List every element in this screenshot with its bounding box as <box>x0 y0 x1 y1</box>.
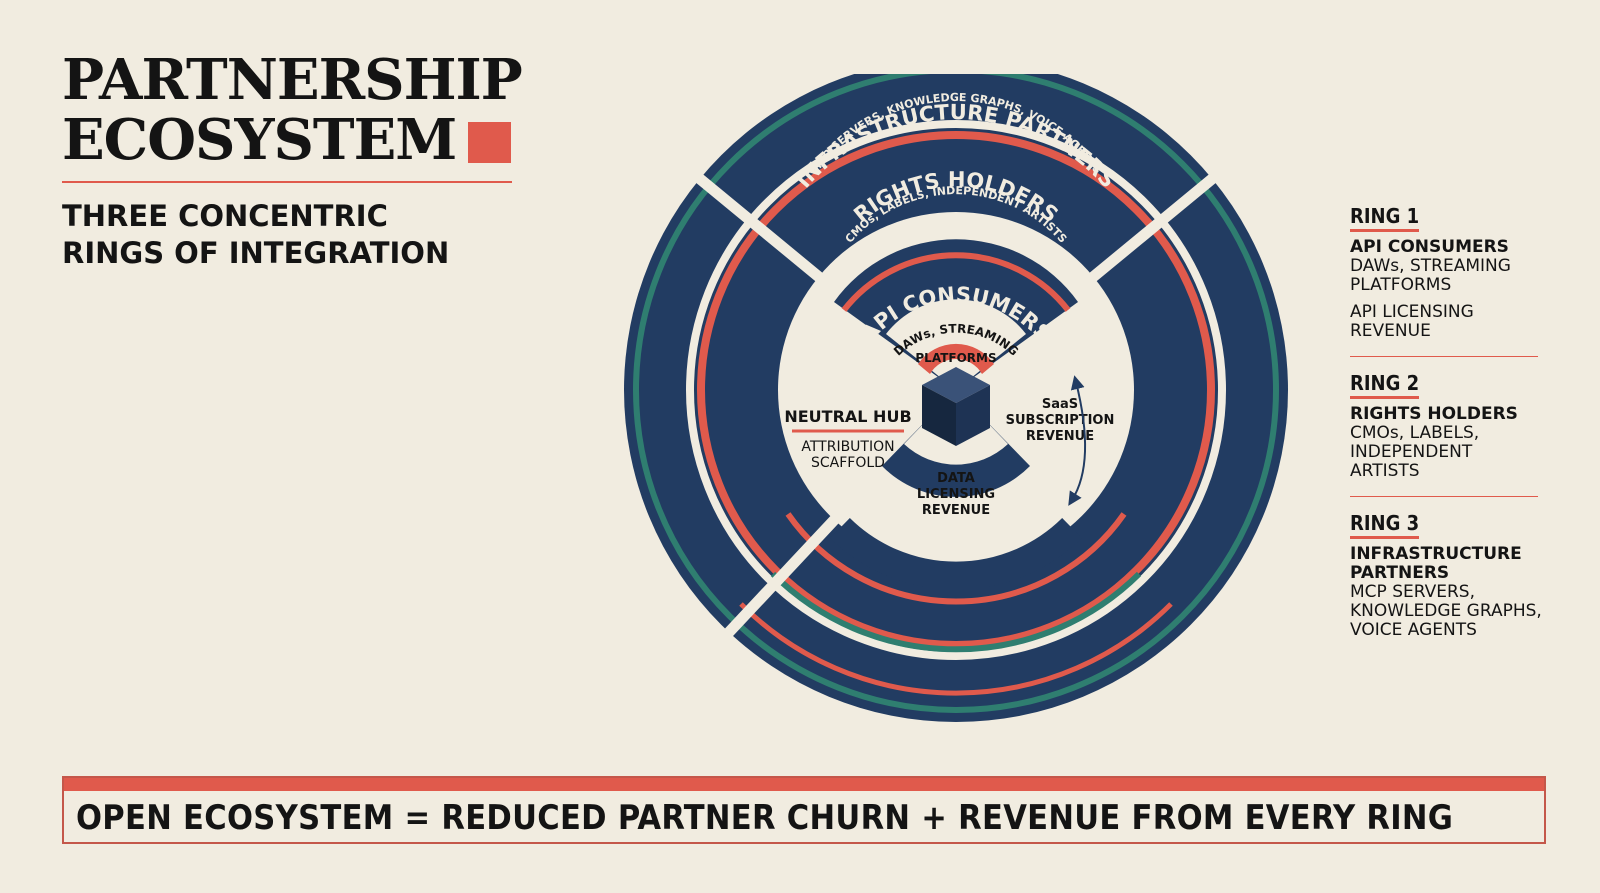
legend-ring-3-detail-3: VOICE AGENTS <box>1350 620 1477 640</box>
ecosystem-ring-diagram: INFRASTRUCTURE PARTNERS MCP SERVERS, KNO… <box>624 74 1288 722</box>
legend-ring-3-name-2: PARTNERS <box>1350 563 1450 583</box>
ring-1-subtitle-2: PLATFORMS <box>915 351 996 365</box>
legend-ring-3-label: RING 3 <box>1350 512 1420 539</box>
legend-divider <box>1350 496 1538 497</box>
saas-label-2: SUBSCRIPTION <box>1006 413 1115 428</box>
legend-ring-2-name: RIGHTS HOLDERS <box>1350 404 1518 424</box>
legend-ring-1-revenue-2: REVENUE <box>1350 321 1431 341</box>
legend-ring-2: RING 2 RIGHTS HOLDERS CMOs, LABELS, INDE… <box>1350 372 1545 481</box>
legend-ring-1-detail-2: PLATFORMS <box>1350 275 1452 295</box>
legend-ring-1: RING 1 API CONSUMERS DAWs, STREAMING PLA… <box>1350 205 1545 341</box>
hub-subtitle-2: SCAFFOLD <box>811 455 885 471</box>
data-label-3: REVENUE <box>922 503 990 518</box>
ring-legend: RING 1 API CONSUMERS DAWs, STREAMING PLA… <box>1350 205 1545 640</box>
legend-ring-1-name: API CONSUMERS <box>1350 237 1509 257</box>
legend-ring-1-label: RING 1 <box>1350 205 1420 232</box>
saas-label-1: SaaS <box>1042 397 1078 412</box>
subtitle-line-2: RINGS OF INTEGRATION <box>62 236 450 270</box>
banner-text: OPEN ECOSYSTEM = REDUCED PARTNER CHURN +… <box>76 798 1454 838</box>
subtitle-line-1: THREE CONCENTRIC <box>62 199 388 233</box>
title-line-2: ECOSYSTEM <box>62 107 457 173</box>
revenue-flow-arrow <box>1068 375 1087 506</box>
legend-ring-1-detail-1: DAWs, STREAMING <box>1350 256 1511 276</box>
data-label-2: LICENSING <box>917 487 995 502</box>
legend-ring-2-label: RING 2 <box>1350 372 1420 399</box>
legend-ring-2-detail-2: INDEPENDENT <box>1350 442 1473 462</box>
hub-subtitle-1: ATTRIBUTION <box>801 439 894 455</box>
legend-ring-2-detail-3: ARTISTS <box>1350 461 1420 481</box>
title-line-1: PARTNERSHIP <box>62 47 523 113</box>
data-label-1: DATA <box>937 471 975 486</box>
page-title: PARTNERSHIP ECOSYSTEM <box>62 47 523 173</box>
legend-ring-2-detail-1: CMOs, LABELS, <box>1350 423 1480 443</box>
legend-ring-1-revenue-1: API LICENSING <box>1350 302 1474 322</box>
inner-wedge-top <box>834 239 1078 390</box>
summary-banner: OPEN ECOSYSTEM = REDUCED PARTNER CHURN +… <box>62 776 1546 844</box>
page-subtitle: THREE CONCENTRIC RINGS OF INTEGRATION <box>62 198 449 272</box>
legend-ring-3: RING 3 INFRASTRUCTURE PARTNERS MCP SERVE… <box>1350 512 1545 640</box>
title-divider <box>62 181 512 183</box>
legend-ring-3-detail-1: MCP SERVERS, <box>1350 582 1475 602</box>
hub-cube <box>922 367 990 446</box>
legend-divider <box>1350 356 1538 357</box>
hub-title: NEUTRAL HUB <box>784 407 911 426</box>
legend-ring-3-detail-2: KNOWLEDGE GRAPHS, <box>1350 601 1542 621</box>
title-accent-square <box>468 122 511 163</box>
legend-ring-3-name-1: INFRASTRUCTURE <box>1350 544 1522 564</box>
banner-accent-bar <box>64 778 1544 791</box>
